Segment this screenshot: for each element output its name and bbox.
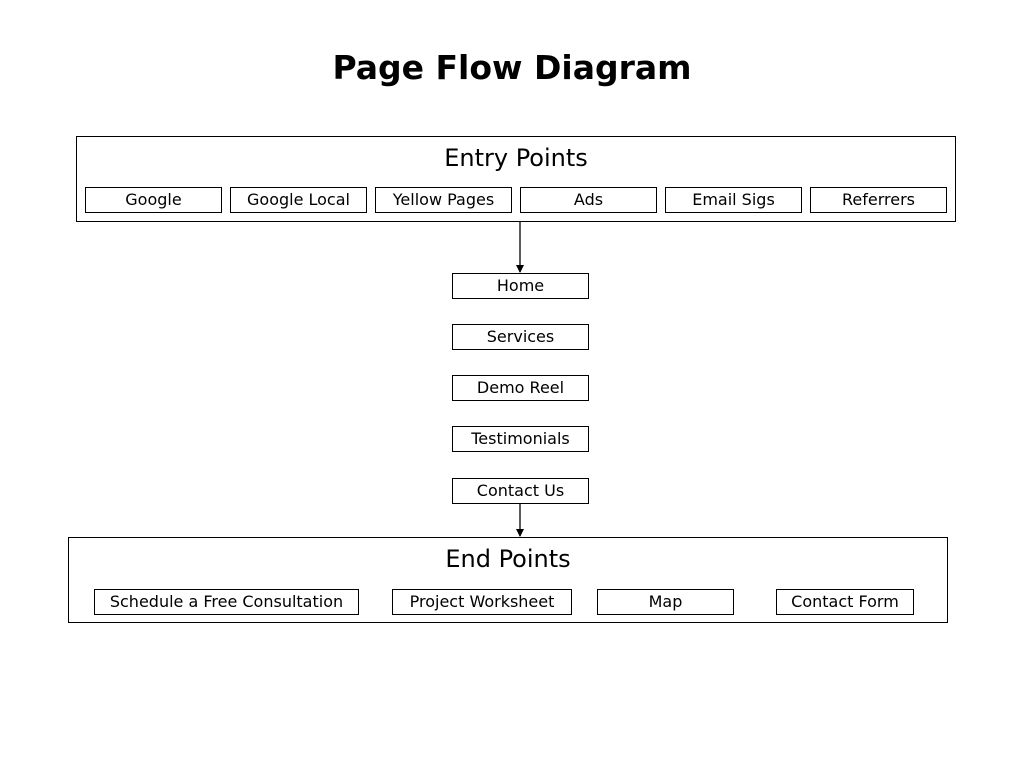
entry-node-ads: Ads: [520, 187, 657, 213]
entry-node-referrers: Referrers: [810, 187, 947, 213]
end-node-project-worksheet: Project Worksheet: [392, 589, 572, 615]
end-node-schedule-consultation: Schedule a Free Consultation: [94, 589, 359, 615]
end-points-title: End Points: [445, 545, 571, 573]
entry-points-group: Entry Points: [76, 136, 956, 222]
entry-node-yellow-pages: Yellow Pages: [375, 187, 512, 213]
flow-node-contact-us: Contact Us: [452, 478, 589, 504]
end-node-map: Map: [597, 589, 734, 615]
entry-node-google: Google: [85, 187, 222, 213]
flow-node-home: Home: [452, 273, 589, 299]
end-node-contact-form: Contact Form: [776, 589, 914, 615]
entry-node-google-local: Google Local: [230, 187, 367, 213]
page-title: Page Flow Diagram: [332, 48, 692, 87]
flow-node-demo-reel: Demo Reel: [452, 375, 589, 401]
flow-node-testimonials: Testimonials: [452, 426, 589, 452]
entry-node-email-sigs: Email Sigs: [665, 187, 802, 213]
flow-node-services: Services: [452, 324, 589, 350]
entry-points-title: Entry Points: [444, 144, 588, 172]
